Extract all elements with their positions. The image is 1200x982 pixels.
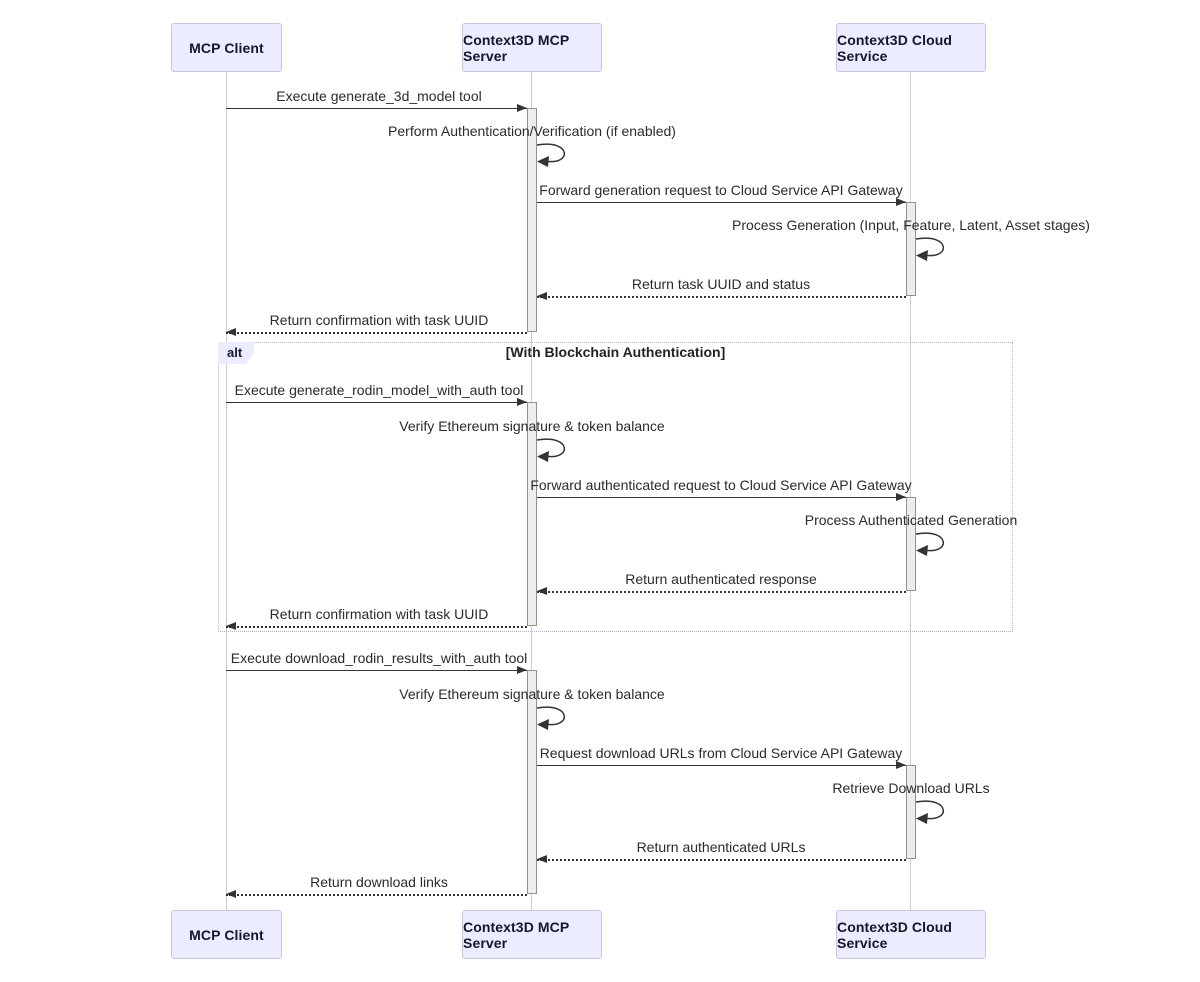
self-loop-icon (915, 800, 944, 824)
message-label: Return confirmation with task UUID (269, 312, 489, 328)
arrowhead-icon (896, 761, 906, 769)
message-label: Forward authenticated request to Cloud S… (530, 477, 912, 493)
activation-server-3 (527, 670, 537, 894)
alt-fragment-tab: alt (218, 342, 255, 364)
self-loop-icon (536, 706, 565, 730)
actor-mcp-client-top: MCP Client (171, 23, 282, 72)
message-arrow-line (226, 402, 527, 403)
message-arrow-line (537, 202, 906, 203)
message-label: Execute generate_3d_model tool (276, 88, 482, 104)
actor-mcp-client-bottom: MCP Client (171, 910, 282, 959)
arrowhead-icon (226, 328, 236, 336)
alt-fragment-condition: [With Blockchain Authentication] (505, 344, 726, 360)
message-return-line (537, 591, 906, 593)
activation-cloud-1 (906, 202, 916, 296)
self-message-label: Process Authenticated Generation (804, 512, 1018, 528)
message-return-line (226, 626, 527, 628)
arrowhead-icon (896, 493, 906, 501)
arrowhead-icon (537, 292, 547, 300)
lifeline-cloud-service (910, 72, 911, 910)
self-loop-icon (915, 237, 944, 261)
message-label: Execute download_rodin_results_with_auth… (230, 650, 528, 666)
activation-server-2 (527, 402, 537, 626)
message-label: Forward generation request to Cloud Serv… (539, 182, 903, 198)
actor-cloud-service-top: Context3D Cloud Service (836, 23, 986, 72)
message-label: Return task UUID and status (631, 276, 811, 292)
arrowhead-icon (517, 104, 527, 112)
message-return-line (226, 332, 527, 334)
alt-fragment-box (218, 342, 1013, 632)
message-arrow-line (537, 765, 906, 766)
lifeline-mcp-client (226, 72, 227, 910)
self-loop-icon (536, 438, 565, 462)
arrowhead-icon (537, 855, 547, 863)
actor-cloud-service-bottom: Context3D Cloud Service (836, 910, 986, 959)
self-message-label: Perform Authentication/Verification (if … (388, 123, 676, 139)
message-label: Request download URLs from Cloud Service… (539, 745, 903, 761)
message-label: Return download links (310, 874, 448, 890)
message-return-line (226, 894, 527, 896)
arrowhead-icon (517, 666, 527, 674)
self-message-label: Verify Ethereum signature & token balanc… (399, 418, 665, 434)
self-message-label: Verify Ethereum signature & token balanc… (399, 686, 665, 702)
arrowhead-icon (896, 198, 906, 206)
message-return-line (537, 296, 906, 298)
actor-mcp-server-top: Context3D MCP Server (462, 23, 602, 72)
self-loop-icon (536, 143, 565, 167)
message-arrow-line (226, 108, 527, 109)
self-message-label: Process Generation (Input, Feature, Late… (732, 217, 1090, 233)
activation-cloud-2 (906, 497, 916, 591)
arrowhead-icon (537, 587, 547, 595)
activation-server-1 (527, 108, 537, 332)
message-label: Return confirmation with task UUID (269, 606, 489, 622)
message-arrow-line (537, 497, 906, 498)
actor-mcp-server-bottom: Context3D MCP Server (462, 910, 602, 959)
message-label: Execute generate_rodin_model_with_auth t… (234, 382, 524, 398)
arrowhead-icon (517, 398, 527, 406)
activation-cloud-3 (906, 765, 916, 859)
message-return-line (537, 859, 906, 861)
message-label: Return authenticated URLs (636, 839, 806, 855)
self-message-label: Retrieve Download URLs (832, 780, 990, 796)
self-loop-icon (915, 532, 944, 556)
arrowhead-icon (226, 622, 236, 630)
message-arrow-line (226, 670, 527, 671)
arrowhead-icon (226, 890, 236, 898)
message-label: Return authenticated response (625, 571, 817, 587)
